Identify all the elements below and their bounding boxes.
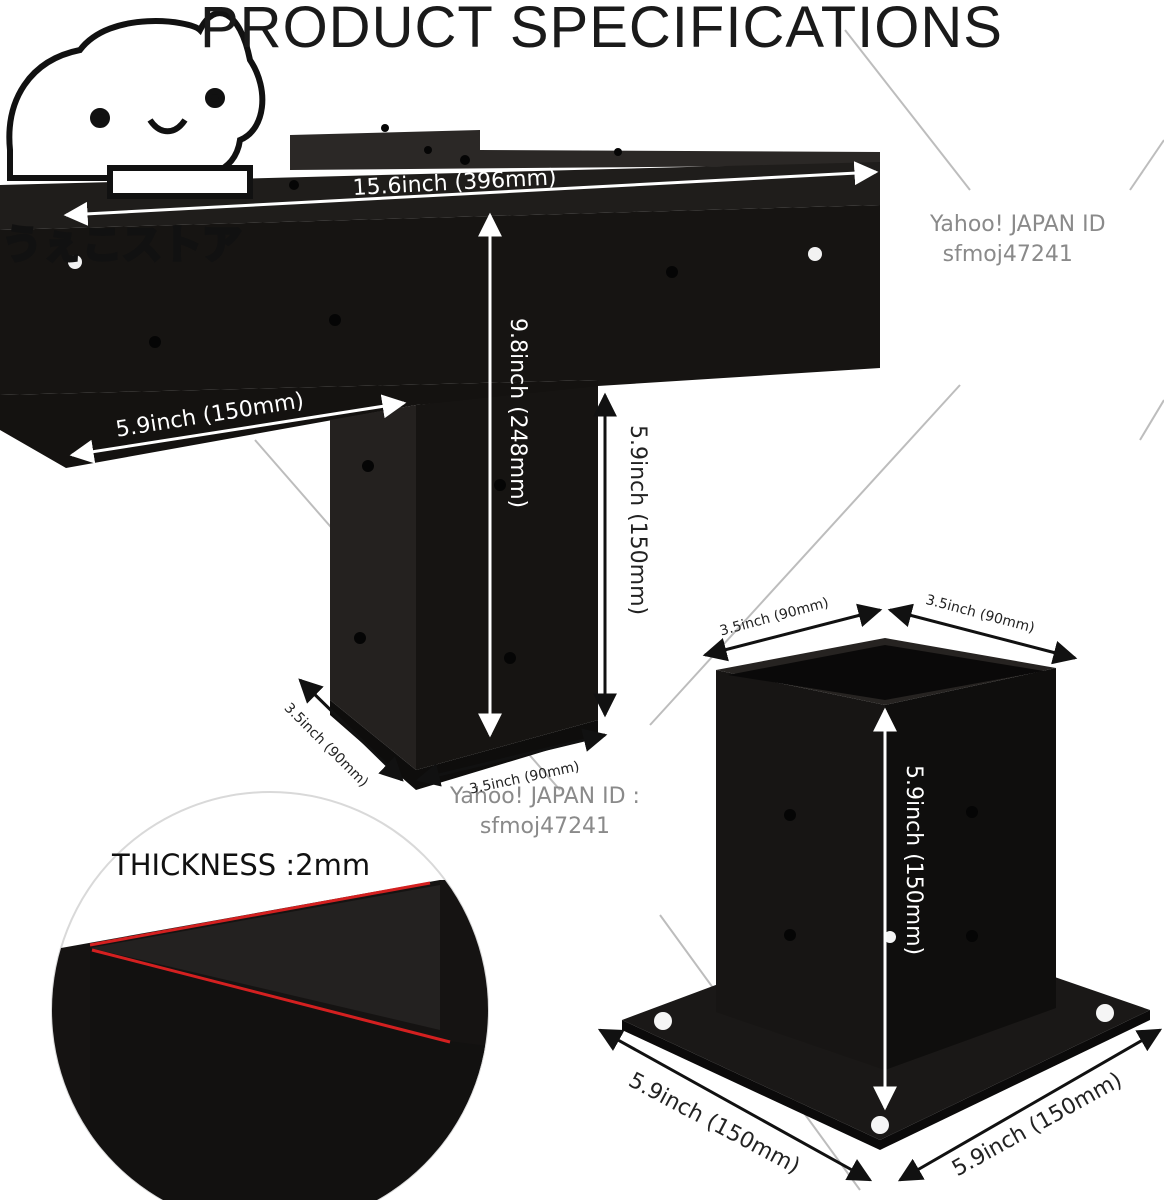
dim-post-height: 5.9inch (150mm) <box>901 765 926 956</box>
watermark-line2: sfmoj47241 <box>479 814 611 839</box>
dim-height: 9.8inch (248mm) <box>505 318 530 509</box>
thickness-magnifier <box>51 791 489 1200</box>
dim-leg: 5.9inch (150mm) <box>625 425 650 616</box>
t-dimension-lines <box>63 161 879 738</box>
store-logo-dog-icon <box>6 10 266 199</box>
store-logo-text: うぇこストア <box>1 222 244 269</box>
post-dimension-lines <box>597 603 1163 1182</box>
thickness-label: THICKNESS :2mm <box>112 848 371 882</box>
page-title: PRODUCT SPECIFICATIONS <box>200 0 1003 60</box>
watermark-center: Yahoo! JAPAN ID : sfmoj47241 <box>450 782 640 842</box>
watermark-line1: Yahoo! JAPAN ID <box>930 212 1106 237</box>
watermark-line1: Yahoo! JAPAN ID : <box>450 784 640 809</box>
watermark-right: Yahoo! JAPAN ID sfmoj47241 <box>930 210 1106 270</box>
t-dimension-lines-dark <box>298 392 617 787</box>
watermark-line2: sfmoj47241 <box>942 242 1073 267</box>
